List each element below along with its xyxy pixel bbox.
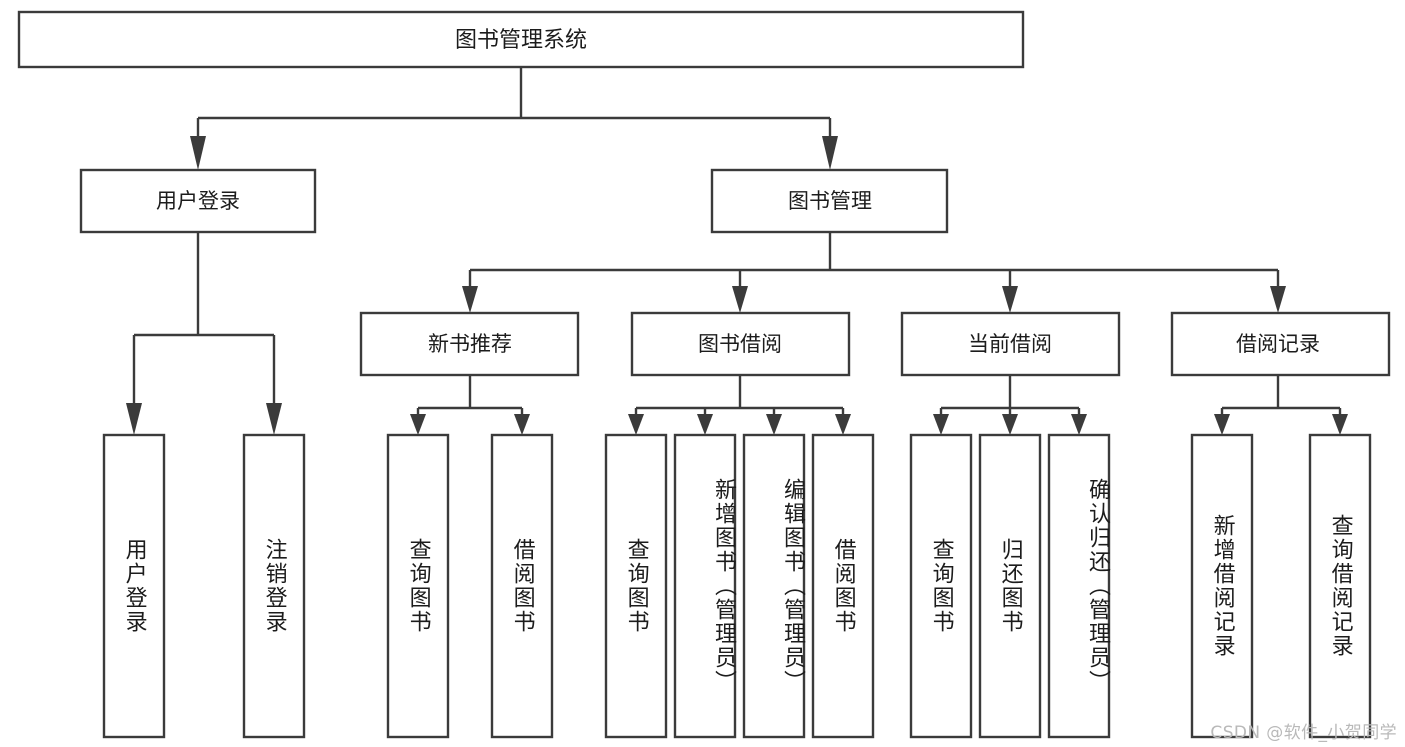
- leaf-box-return-book[interactable]: [978, 433, 1042, 739]
- node-current-borrow-label: 当前借阅: [968, 332, 1052, 356]
- arrowhead-current-borrow: [1002, 286, 1018, 313]
- leaf-box-add-book[interactable]: [673, 433, 737, 739]
- arrowhead-book-borrow: [732, 286, 748, 313]
- csdn-watermark: CSDN @软件_小贺同学: [1210, 723, 1397, 743]
- node-new-book-recommend-label: 新书推荐: [428, 332, 512, 356]
- leaf-box-edit-book[interactable]: [742, 433, 806, 739]
- leaf-box-query-book-2[interactable]: [604, 433, 668, 739]
- node-book-management-label: 图书管理: [788, 189, 872, 213]
- node-layer: 图书管理系统 用户登录 图书管理 新书推荐 图书借阅 当前: [17, 10, 1391, 739]
- arrowhead-leaf-query-book-3: [933, 414, 949, 435]
- node-borrow-record[interactable]: 借阅记录: [1170, 311, 1391, 377]
- arrowhead-new-book: [462, 286, 478, 313]
- node-book-borrow[interactable]: 图书借阅: [630, 311, 851, 377]
- leaf-box-query-record[interactable]: [1308, 433, 1372, 739]
- node-root-box[interactable]: [17, 10, 1025, 69]
- node-current-borrow-box[interactable]: [900, 311, 1121, 377]
- node-user-login-box[interactable]: [79, 168, 317, 234]
- node-new-book-recommend-box[interactable]: [359, 311, 580, 377]
- leaf-box-confirm-return[interactable]: [1047, 433, 1111, 739]
- arrowhead-leaf-borrow-book-1: [514, 414, 530, 435]
- node-borrow-record-label: 借阅记录: [1236, 332, 1320, 356]
- arrowhead-leaf-add-record: [1214, 414, 1230, 435]
- node-root[interactable]: 图书管理系统: [17, 10, 1025, 69]
- arrowhead-leaf-query-book-1: [410, 414, 426, 435]
- leaf-box-add-record[interactable]: [1190, 433, 1254, 739]
- arrowhead-leaf-edit-book: [766, 414, 782, 435]
- node-new-book-recommend[interactable]: 新书推荐: [359, 311, 580, 377]
- node-book-borrow-box[interactable]: [630, 311, 851, 377]
- node-book-management[interactable]: 图书管理: [710, 168, 949, 234]
- node-borrow-record-box[interactable]: [1170, 311, 1391, 377]
- node-book-management-box[interactable]: [710, 168, 949, 234]
- leaf-box-logout[interactable]: [242, 433, 306, 739]
- node-user-login-label: 用户登录: [156, 189, 240, 213]
- arrowhead-leaf-return-book: [1002, 414, 1018, 435]
- leaf-box-borrow-book-2[interactable]: [811, 433, 875, 739]
- arrowhead-leaf-logout: [266, 403, 282, 435]
- arrowhead-leaf-user-login: [126, 403, 142, 435]
- arrowhead-leaf-query-book-2: [628, 414, 644, 435]
- connector-layer: [126, 67, 1348, 435]
- node-root-label: 图书管理系统: [455, 28, 587, 53]
- arrowhead-leaf-borrow-book-2: [835, 414, 851, 435]
- arrowhead-leaf-add-book: [697, 414, 713, 435]
- node-user-login[interactable]: 用户登录: [79, 168, 317, 234]
- node-book-borrow-label: 图书借阅: [698, 332, 782, 356]
- leaf-box-borrow-book-1[interactable]: [490, 433, 554, 739]
- leaf-box-query-book-3[interactable]: [909, 433, 973, 739]
- arrowhead-user-login: [190, 136, 206, 170]
- arrowhead-book-mgmt: [822, 136, 838, 170]
- arrowhead-leaf-query-record: [1332, 414, 1348, 435]
- leaf-box-user-login[interactable]: [102, 433, 166, 739]
- arrowhead-borrow-record: [1270, 286, 1286, 313]
- leaf-box-query-book-1[interactable]: [386, 433, 450, 739]
- node-current-borrow[interactable]: 当前借阅: [900, 311, 1121, 377]
- arrowhead-leaf-confirm-return: [1071, 414, 1087, 435]
